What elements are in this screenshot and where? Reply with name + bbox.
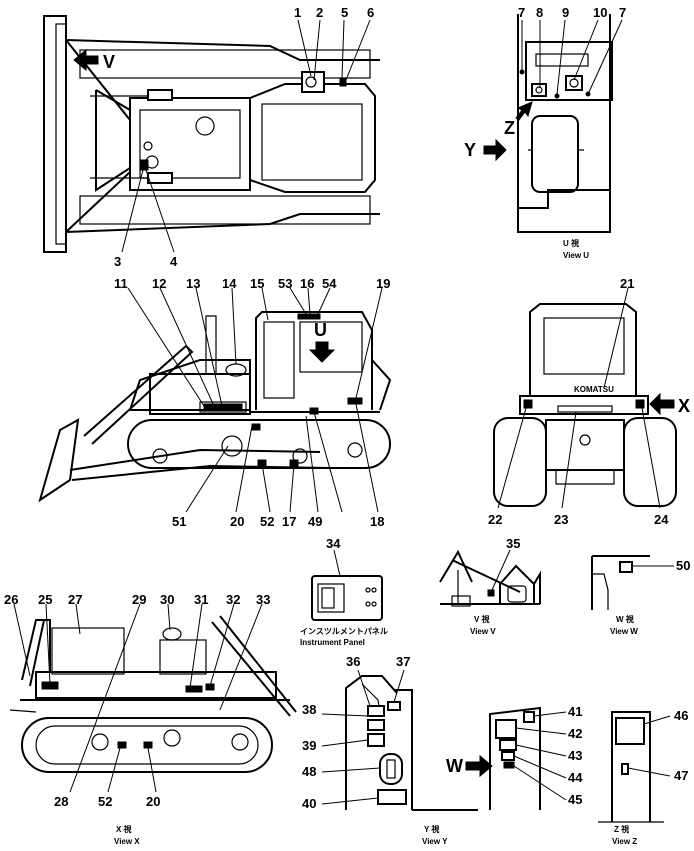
- callout-2: 2: [316, 5, 323, 20]
- callout-10: 10: [593, 5, 607, 20]
- callout-17: 17: [282, 514, 296, 529]
- callout-41: 41: [568, 704, 582, 719]
- callout-4: 4: [170, 254, 178, 269]
- view-u-leaders: [521, 19, 623, 95]
- view-u-caption-en: View U: [563, 251, 589, 260]
- top-view-leaders: [121, 19, 371, 253]
- view-w-arrow-detail: [465, 706, 541, 810]
- callout-12: 12: [152, 276, 166, 291]
- view-x-caption-jp: X 視: [116, 824, 132, 834]
- view-w-detail-leaders: [513, 711, 567, 801]
- view-v-caption-jp: V 視: [474, 614, 490, 624]
- brand-label: KOMATSU: [574, 385, 614, 394]
- callout-44: 44: [568, 770, 583, 785]
- callout-5: 5: [341, 5, 348, 20]
- callout-47: 47: [674, 768, 688, 783]
- callout-52-view-x: 52: [98, 794, 112, 809]
- side-view-leaders: [127, 287, 383, 513]
- view-v-letter: V: [103, 52, 115, 72]
- view-z-letter: Z: [504, 118, 515, 138]
- view-x-drawing: [9, 615, 297, 773]
- rear-view-drawing: [493, 303, 677, 507]
- callout-6: 6: [367, 5, 374, 20]
- view-w-letter: W: [446, 756, 463, 776]
- callout-18: 18: [370, 514, 384, 529]
- callout-26: 26: [4, 592, 18, 607]
- view-y-caption-en: View Y: [422, 837, 448, 846]
- callout-13: 13: [186, 276, 200, 291]
- callout-34: 34: [326, 536, 341, 551]
- callout-20-side: 20: [230, 514, 244, 529]
- callout-20-view-x: 20: [146, 794, 160, 809]
- view-y-drawing: [345, 675, 478, 811]
- rear-view-leaders: [497, 287, 661, 509]
- callout-50: 50: [676, 558, 690, 573]
- view-z-caption-jp: Z 視: [614, 824, 629, 834]
- callout-45: 45: [568, 792, 582, 807]
- callout-14: 14: [222, 276, 237, 291]
- view-y-letter: Y: [464, 140, 476, 160]
- callout-30: 30: [160, 592, 174, 607]
- view-x-caption-en: View X: [114, 837, 140, 846]
- callout-51: 51: [172, 514, 186, 529]
- view-u-drawing: [483, 14, 613, 233]
- view-v-caption-en: View V: [470, 627, 496, 636]
- callout-48: 48: [302, 764, 316, 779]
- view-x-leaders: [13, 603, 263, 793]
- callout-43: 43: [568, 748, 582, 763]
- callout-1: 1: [294, 5, 301, 20]
- view-w-caption-en: View W: [610, 627, 638, 636]
- callout-29: 29: [132, 592, 146, 607]
- callout-23: 23: [554, 512, 568, 527]
- callout-25: 25: [38, 592, 52, 607]
- callout-31: 31: [194, 592, 208, 607]
- callout-36: 36: [346, 654, 360, 669]
- callout-32: 32: [226, 592, 240, 607]
- callout-19: 19: [376, 276, 390, 291]
- view-y-caption-jp: Y 視: [424, 824, 439, 834]
- view-v-drawing: [439, 549, 541, 607]
- instrument-panel-drawing: [311, 549, 383, 621]
- callout-38: 38: [302, 702, 316, 717]
- view-y-leaders: [321, 669, 405, 805]
- top-view-drawing: [43, 15, 380, 253]
- view-z-drawing: [598, 711, 671, 823]
- callout-52-side: 52: [260, 514, 274, 529]
- callout-33: 33: [256, 592, 270, 607]
- callout-16: 16: [300, 276, 314, 291]
- callout-37: 37: [396, 654, 410, 669]
- callout-40: 40: [302, 796, 316, 811]
- callout-22: 22: [488, 512, 502, 527]
- view-u-caption-jp: U 視: [563, 238, 579, 248]
- callout-35: 35: [506, 536, 520, 551]
- callout-42: 42: [568, 726, 582, 741]
- callout-15: 15: [250, 276, 264, 291]
- view-w-caption-jp: W 視: [616, 614, 634, 624]
- view-w-drawing: [591, 555, 674, 610]
- view-x-letter: X: [678, 396, 690, 416]
- callout-3: 3: [114, 254, 121, 269]
- callout-9: 9: [562, 5, 569, 20]
- instrument-panel-caption-en: Instrument Panel: [300, 638, 365, 647]
- callout-27: 27: [68, 592, 82, 607]
- callout-7-left: 7: [518, 5, 525, 20]
- callout-7-right: 7: [619, 5, 626, 20]
- callout-49: 49: [308, 514, 322, 529]
- callout-28: 28: [54, 794, 68, 809]
- view-u-letter: U: [314, 320, 327, 340]
- callout-46: 46: [674, 708, 688, 723]
- callout-21: 21: [620, 276, 634, 291]
- view-z-caption-en: View Z: [612, 837, 637, 846]
- callout-39: 39: [302, 738, 316, 753]
- callout-54: 54: [322, 276, 337, 291]
- side-view-drawing: [38, 311, 392, 503]
- instrument-panel-caption-jp: インスツルメントパネル: [300, 626, 388, 636]
- callout-53: 53: [278, 276, 292, 291]
- callout-24: 24: [654, 512, 669, 527]
- callout-8: 8: [536, 5, 543, 20]
- callout-11: 11: [114, 276, 128, 291]
